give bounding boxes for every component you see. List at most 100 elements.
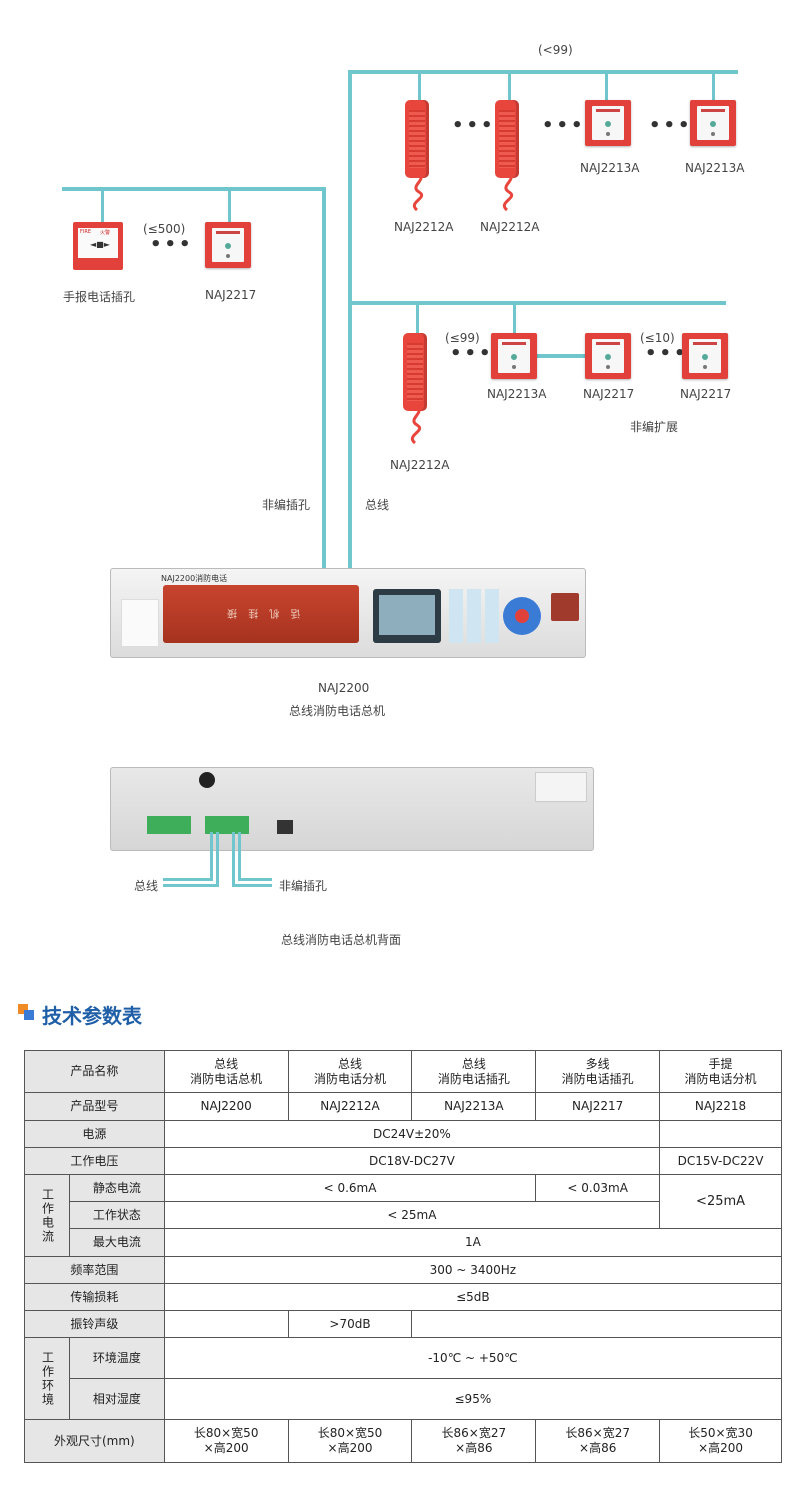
table-cell: >70dB xyxy=(287,1310,413,1338)
table-cell xyxy=(163,1310,289,1338)
device-label: NAJ2212A xyxy=(394,220,454,234)
cell-line: ×高86 xyxy=(579,1441,617,1455)
panel-door: 话 机 挂 接 xyxy=(163,585,359,643)
table-cell: NAJ2212A xyxy=(287,1092,413,1121)
table-cell: DC18V-DC27V xyxy=(163,1147,661,1175)
device-label: NAJ2213A xyxy=(580,161,640,175)
table-cell: ≤95% xyxy=(163,1378,783,1420)
wire-nonaddr-vertical xyxy=(322,187,326,570)
table-cell: DC24V±20% xyxy=(163,1120,661,1148)
cell-header: 产品名称 xyxy=(24,1050,165,1093)
handset-cord-icon xyxy=(503,172,513,212)
back-caption: 总线消防电话总机背面 xyxy=(281,933,402,947)
terminal-block xyxy=(205,816,249,834)
cell-line: 长86×宽27 xyxy=(565,1426,630,1440)
fire-logo xyxy=(551,593,579,621)
back-wire xyxy=(238,832,241,878)
cell-line: 消防电话分机 xyxy=(313,1071,386,1086)
cell-header: 相对湿度 xyxy=(68,1378,165,1420)
back-label-plate xyxy=(535,772,587,802)
table-cell: 1A xyxy=(163,1228,783,1257)
wire-mid-bus xyxy=(348,301,726,305)
cell-line: 总线 xyxy=(461,1056,486,1071)
cell-line: 消防电话插孔 xyxy=(561,1071,634,1086)
drop xyxy=(418,70,421,100)
table-cell: ≤5dB xyxy=(163,1283,783,1311)
cell-line: 消防电话总机 xyxy=(190,1071,263,1086)
back-wire xyxy=(163,878,213,881)
knob-icon xyxy=(199,772,215,788)
cell-line: ×高200 xyxy=(327,1441,373,1455)
device-label: NAJ2217 xyxy=(680,387,732,401)
ellipsis-icon: ••• xyxy=(542,115,586,136)
host-back-panel xyxy=(110,767,594,851)
jack-icon xyxy=(690,100,736,146)
cell-line: 长86×宽27 xyxy=(441,1426,507,1440)
cell-line: 消防电话分机 xyxy=(684,1071,757,1086)
cell-group-header: 工作电流 xyxy=(24,1174,70,1257)
table-cell: 长86×宽27×高86 xyxy=(411,1419,537,1463)
device-label: NAJ2212A xyxy=(480,220,540,234)
cell-line: 总线 xyxy=(214,1056,239,1071)
terminal-block xyxy=(147,816,191,834)
count-top: (<99) xyxy=(538,43,573,57)
ellipsis-icon: ••• xyxy=(150,234,194,255)
table-cell: 总线消防电话分机 xyxy=(287,1050,413,1093)
device-label: NAJ2217 xyxy=(205,288,257,302)
host-front-panel: NAJ2200消防电话 话 机 挂 接 xyxy=(110,568,586,658)
cell-line: 消防电话插孔 xyxy=(437,1071,510,1086)
table-row: 频率范围 300 ~ 3400Hz xyxy=(24,1256,783,1284)
handset-cord-icon xyxy=(413,172,423,212)
table-cell: < 0.6mA xyxy=(163,1174,537,1202)
table-cell: 长80×宽50×高200 xyxy=(163,1419,289,1463)
table-cell: <25mA xyxy=(659,1174,782,1229)
count-mid: (≤99) xyxy=(445,331,480,345)
back-wire xyxy=(232,832,235,884)
handset-icon xyxy=(495,100,519,178)
manual-call-point-icon: FIRE 火警 ◄■► xyxy=(73,222,123,270)
cell-line: 总线 xyxy=(337,1056,362,1071)
table-cell: NAJ2213A xyxy=(411,1092,537,1121)
device-label: NAJ2217 xyxy=(583,387,635,401)
ellipsis-icon: ••• xyxy=(649,115,693,136)
back-nonaddr-label: 非编插孔 xyxy=(279,879,328,893)
table-cell: 长86×宽27×高86 xyxy=(535,1419,661,1463)
cell-line: ×高86 xyxy=(455,1441,493,1455)
label-nonaddr-ext: 非编扩展 xyxy=(630,420,679,434)
drop xyxy=(605,70,608,100)
cell-header: 频率范围 xyxy=(24,1256,165,1284)
cell-header: 振铃声级 xyxy=(24,1310,165,1338)
handset-cord-icon xyxy=(411,405,421,445)
cell-line: 长80×宽50 xyxy=(317,1426,383,1440)
jack-icon xyxy=(585,100,631,146)
back-wire xyxy=(216,832,219,884)
panel-brand: NAJ2200消防电话 xyxy=(161,574,228,583)
cell-header: 产品型号 xyxy=(24,1092,165,1121)
device-label: NAJ2212A xyxy=(390,458,450,472)
table-cell: NAJ2200 xyxy=(163,1092,289,1121)
drop xyxy=(101,187,104,222)
cell-line: ×高200 xyxy=(698,1441,744,1455)
label-bus: 总线 xyxy=(365,498,390,512)
table-cell xyxy=(411,1310,782,1338)
cell-header: 最大电流 xyxy=(68,1228,165,1257)
cell-header: 电源 xyxy=(24,1120,165,1148)
cell-line: 长80×宽50 xyxy=(193,1426,259,1440)
table-cell: 300 ~ 3400Hz xyxy=(163,1256,783,1284)
jack-icon xyxy=(205,222,251,268)
jack-icon xyxy=(585,333,631,379)
device-label: NAJ2213A xyxy=(685,161,745,175)
table-cell: NAJ2218 xyxy=(659,1092,782,1121)
back-wire xyxy=(232,884,272,887)
panel-sticker xyxy=(121,599,159,647)
table-cell: 长50×宽30×高200 xyxy=(659,1419,782,1463)
table-row: 工作电流 静态电流 < 0.6mA < 0.03mA <25mA xyxy=(24,1174,782,1257)
drop xyxy=(228,187,231,222)
jack-icon xyxy=(491,333,537,379)
cell-header: 静态电流 xyxy=(68,1174,165,1202)
ellipsis-icon: ••• xyxy=(645,343,689,364)
cell-line: 手提 xyxy=(708,1056,733,1071)
mcp-label: 火警 xyxy=(100,230,111,236)
lcd-screen xyxy=(373,589,441,643)
wire-left-branch xyxy=(62,187,326,191)
